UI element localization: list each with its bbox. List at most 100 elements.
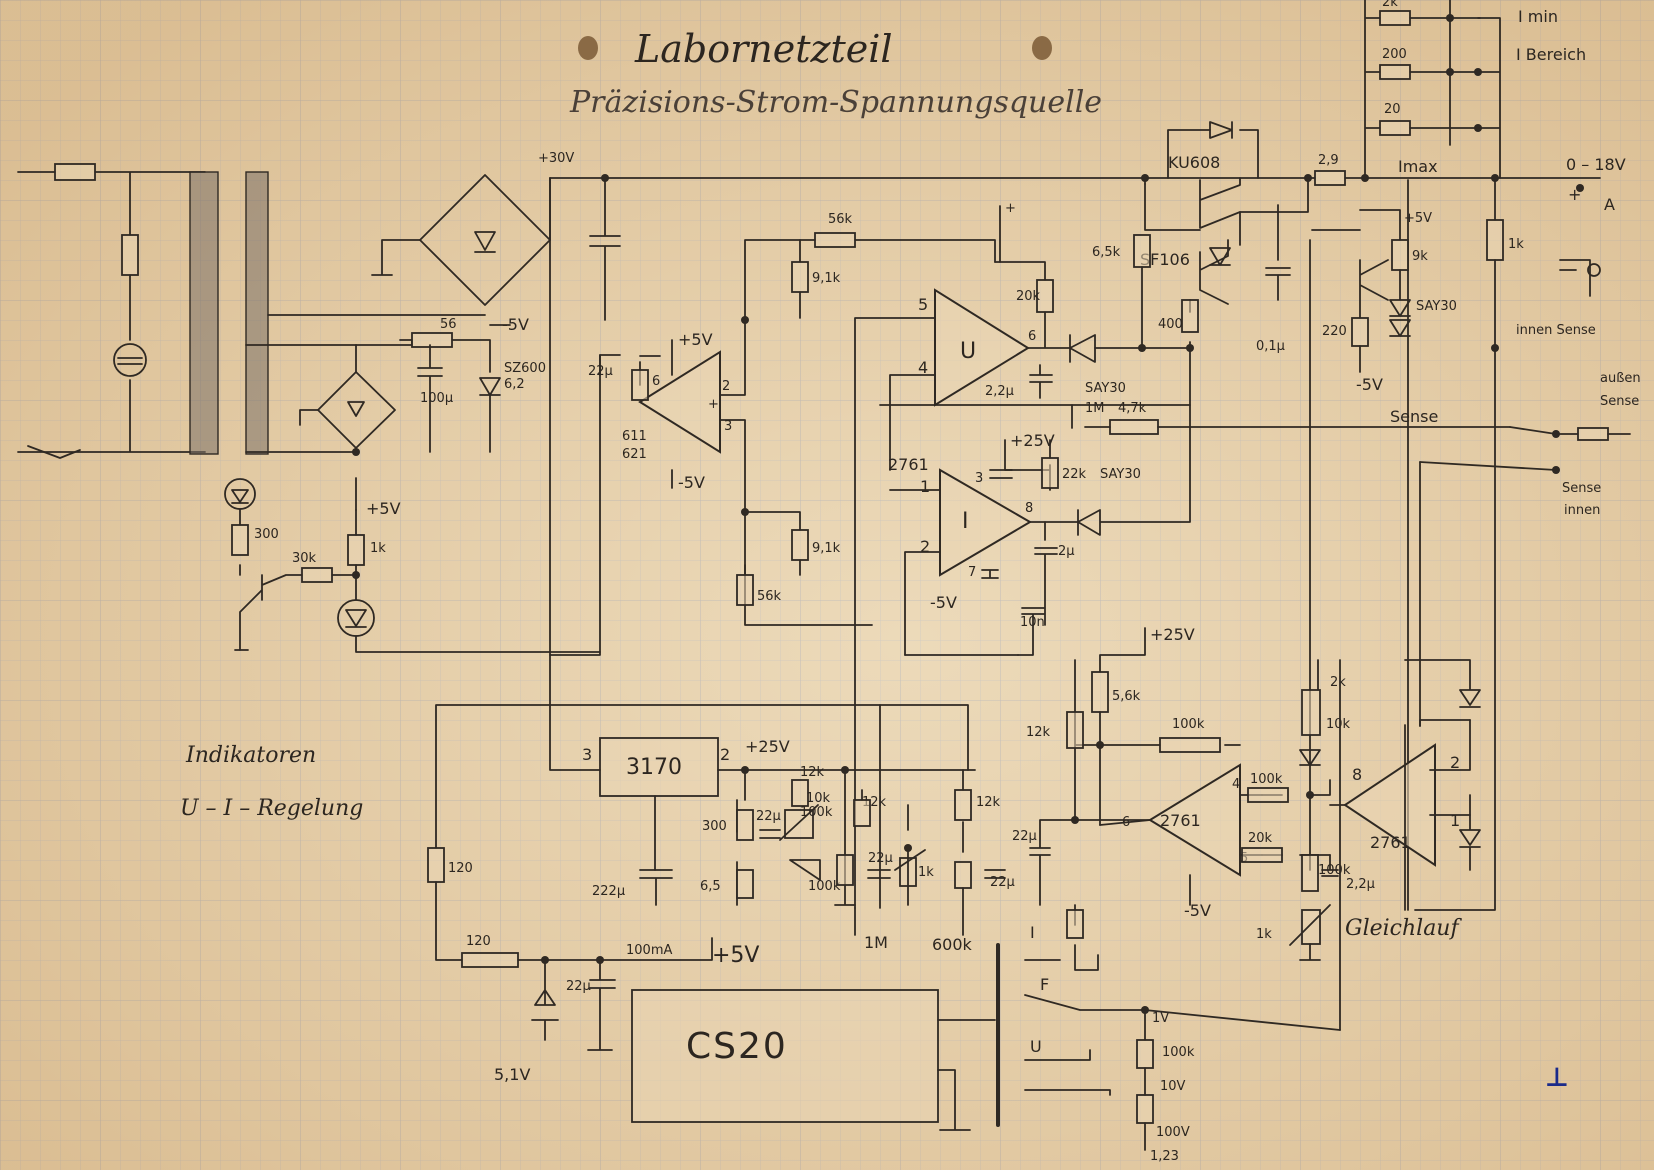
reg-block: [599, 737, 719, 797]
svg-text:56: 56: [440, 317, 457, 332]
svg-text:2761: 2761: [888, 455, 929, 474]
svg-text:+: +: [1005, 201, 1016, 216]
mode-switch: I F U 1V 100k 10V 100V 1,23: [1024, 904, 1341, 1164]
svg-text:6: 6: [1028, 329, 1036, 344]
svg-text:2,9: 2,9: [1318, 153, 1339, 168]
svg-text:8: 8: [1352, 765, 1362, 784]
ibereich-label: I Bereich: [1516, 45, 1586, 64]
svg-text:2,2µ: 2,2µ: [985, 384, 1014, 399]
svg-text:I: I: [962, 509, 969, 534]
punch-hole-right: [1032, 36, 1052, 60]
svg-text:CS20: CS20: [686, 1026, 788, 1067]
output-voltage: 0 – 18V: [1566, 155, 1626, 174]
svg-text:1k: 1k: [1508, 237, 1524, 252]
svg-text:1,23: 1,23: [1150, 1149, 1179, 1164]
svg-text:56k: 56k: [757, 589, 782, 604]
svg-text:100mA: 100mA: [626, 943, 672, 958]
svg-text:+25V: +25V: [1150, 625, 1195, 644]
svg-text:Imax: Imax: [1398, 157, 1438, 176]
svg-text:-5V: -5V: [502, 315, 529, 334]
svg-text:2k: 2k: [1330, 675, 1346, 690]
pass-stage: KU608 SF106 6,5k 400 0,1µ 2,9 Imax: [1092, 121, 1438, 354]
svg-text:22µ: 22µ: [1012, 829, 1037, 844]
switch-u: U: [1030, 1037, 1042, 1056]
svg-text:+25V: +25V: [1010, 431, 1055, 450]
svg-text:20k: 20k: [1016, 289, 1041, 304]
svg-text:300: 300: [254, 527, 279, 542]
svg-text:2761: 2761: [1160, 811, 1201, 830]
svg-text:SAY30: SAY30: [1085, 381, 1126, 396]
svg-text:+5V: +5V: [712, 943, 759, 968]
svg-text:10k: 10k: [1326, 717, 1351, 732]
svg-text:+5V: +5V: [678, 330, 713, 349]
svg-text:100k: 100k: [1318, 863, 1351, 878]
svg-text:600k: 600k: [932, 935, 973, 954]
svg-text:10V: 10V: [1160, 1079, 1186, 1094]
svg-text:2µ: 2µ: [1058, 544, 1075, 559]
subtitle: Präzisions-Strom-Spannungsquelle: [569, 85, 1102, 120]
svg-text:3: 3: [975, 471, 983, 486]
svg-text:10k: 10k: [806, 791, 831, 806]
svg-text:20k: 20k: [1248, 831, 1273, 846]
svg-text:100k: 100k: [800, 805, 833, 820]
svg-text:1k: 1k: [1256, 927, 1272, 942]
svg-text:22µ: 22µ: [588, 364, 613, 379]
svg-text:2: 2: [920, 537, 930, 556]
svg-text:6,5: 6,5: [700, 879, 721, 894]
svg-text:30k: 30k: [292, 551, 317, 566]
svg-text:1: 1: [920, 477, 930, 496]
svg-text:120: 120: [466, 934, 491, 949]
svg-text:außen: außen: [1600, 371, 1641, 386]
fuse: [54, 163, 96, 181]
svg-text:12k: 12k: [1026, 725, 1051, 740]
svg-text:+25V: +25V: [745, 737, 790, 756]
blue-mark: ⊥: [1545, 1063, 1569, 1093]
svg-text:+5V: +5V: [1404, 211, 1432, 226]
svg-text:4,7k: 4,7k: [1118, 401, 1147, 416]
svg-text:SAY30: SAY30: [1416, 299, 1457, 314]
svg-text:100k: 100k: [1250, 772, 1283, 787]
svg-text:2,2µ: 2,2µ: [1346, 877, 1375, 892]
svg-text:9k: 9k: [1412, 249, 1428, 264]
mains-resistor: [121, 234, 139, 276]
svg-text:22µ: 22µ: [756, 809, 781, 824]
svg-text:Sense: Sense: [1562, 481, 1601, 496]
svg-text:222µ: 222µ: [592, 884, 625, 899]
svg-text:12k: 12k: [800, 765, 825, 780]
svg-text:innen: innen: [1564, 503, 1600, 518]
indicator-led-circuit: 300 30k 1k +5V: [224, 477, 601, 653]
svg-text:5: 5: [918, 295, 928, 314]
svg-text:2: 2: [722, 379, 730, 394]
svg-text:100k: 100k: [808, 879, 841, 894]
svg-text:1M: 1M: [864, 933, 888, 952]
svg-text:-5V: -5V: [1184, 901, 1211, 920]
transformer: [189, 171, 486, 455]
svg-text:9,1k: 9,1k: [812, 271, 841, 286]
cs20-box: [631, 989, 939, 1123]
svg-text:120: 120: [448, 861, 473, 876]
plus-30v-label: +30V: [538, 151, 574, 166]
cs20-block: 120 120 5,1V 22µ 100mA +5V CS20: [427, 704, 1000, 1131]
svg-text:-5V: -5V: [678, 473, 705, 492]
svg-text:100k: 100k: [1172, 717, 1205, 732]
opamp-611: 22µ 6 611 621 +5V -5V 2 3 + 56k 9,1k 9,1…: [588, 212, 996, 626]
glow-lamp: [113, 343, 147, 377]
gleichlauf-label: Gleichlauf: [1345, 916, 1462, 941]
svg-text:5,1V: 5,1V: [494, 1065, 530, 1084]
svg-text:Sense: Sense: [1600, 394, 1639, 409]
svg-text:22k: 22k: [1062, 467, 1087, 482]
note-indicators: Indikatoren: [185, 743, 316, 768]
svg-text:220: 220: [1322, 324, 1347, 339]
switch-f: F: [1040, 975, 1049, 994]
svg-text:1k: 1k: [370, 541, 386, 556]
aux-supply: 56 100µ SZ600 6,2 -5V: [299, 315, 546, 453]
range-switch: 2k 200 20 I min I Bereich: [1364, 0, 1586, 179]
output-terminal: 0 – 18V + A innen Sense 1k: [1407, 155, 1626, 911]
svg-text:6,5k: 6,5k: [1092, 245, 1121, 260]
title: Labornetzteil: [634, 27, 893, 71]
svg-text:100V: 100V: [1156, 1125, 1190, 1140]
svg-text:3: 3: [724, 419, 732, 434]
svg-text:innen Sense: innen Sense: [1516, 323, 1596, 338]
svg-text:56k: 56k: [828, 212, 853, 227]
